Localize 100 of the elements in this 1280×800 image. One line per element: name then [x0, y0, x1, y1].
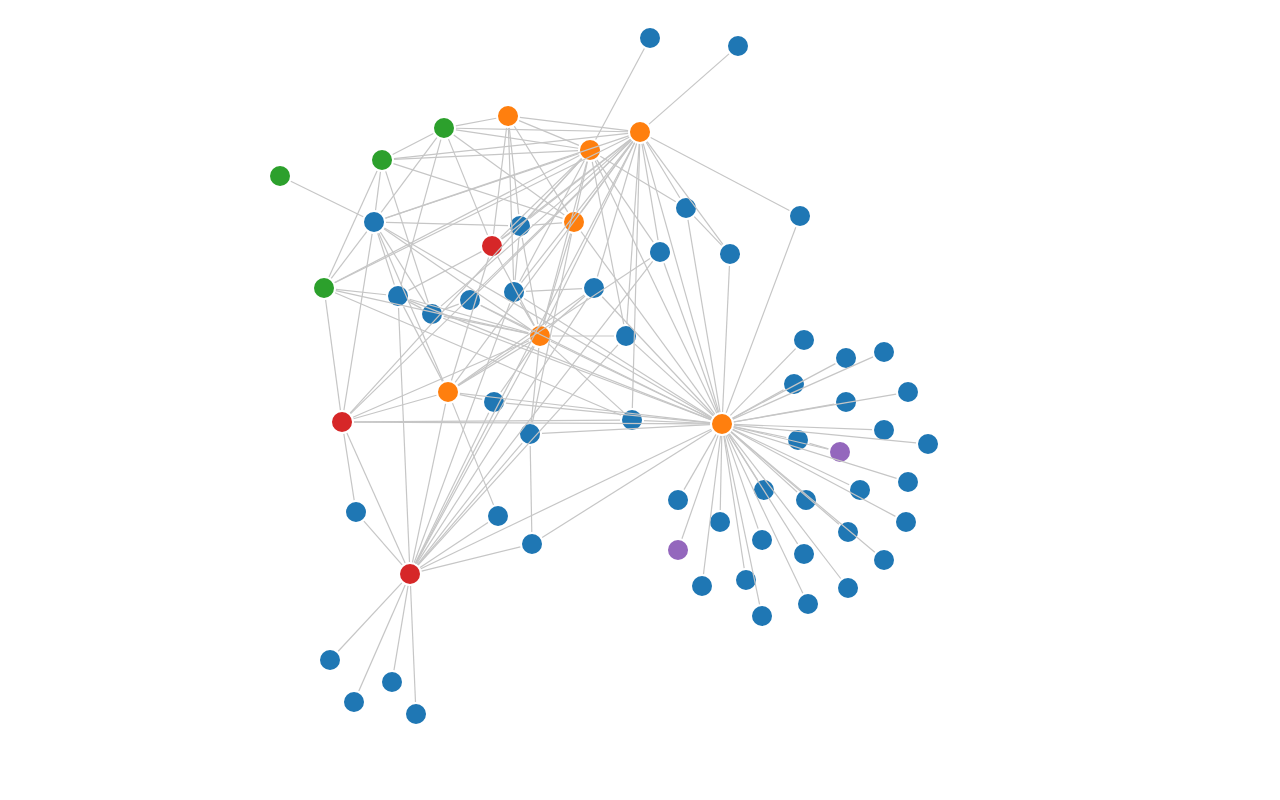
node-dot	[690, 574, 714, 598]
link-line	[683, 433, 717, 491]
node-dot	[848, 478, 872, 502]
node-dot	[836, 576, 860, 600]
link-line	[725, 434, 759, 530]
link-line	[350, 139, 632, 415]
link-line	[492, 127, 508, 235]
link-line	[663, 262, 719, 414]
node-dot	[344, 500, 368, 524]
link-line	[544, 142, 636, 326]
link-line	[730, 431, 876, 553]
link-line	[499, 157, 583, 239]
node-dot	[362, 210, 386, 234]
node-dot	[916, 432, 940, 456]
node-dot	[480, 234, 504, 258]
link-line	[733, 426, 829, 450]
link-line	[731, 389, 785, 419]
link-line	[393, 585, 409, 671]
link-line	[400, 139, 442, 286]
link-line	[335, 288, 387, 296]
link-line	[733, 425, 787, 439]
node-dot	[496, 104, 520, 128]
link-line	[702, 435, 722, 575]
node-dot	[648, 240, 672, 264]
link-line	[551, 335, 615, 337]
link-line	[343, 433, 355, 501]
link-line	[500, 138, 632, 240]
link-line	[459, 392, 711, 424]
link-line	[519, 160, 585, 283]
link-line	[531, 233, 573, 423]
link-line	[595, 48, 645, 141]
link-line	[421, 546, 521, 572]
link-line	[601, 296, 715, 416]
node-dot	[896, 470, 920, 494]
link-line	[440, 139, 632, 307]
link-line	[730, 431, 840, 525]
link-line	[726, 434, 804, 594]
link-line	[290, 180, 364, 218]
link-line	[337, 582, 403, 652]
link-line	[384, 135, 630, 219]
link-line	[525, 288, 583, 292]
link-line	[352, 340, 530, 418]
node-dot	[836, 520, 860, 544]
link-line	[733, 393, 897, 423]
link-line	[596, 159, 654, 243]
link-line	[519, 116, 629, 132]
link-line	[457, 341, 531, 387]
node-dot	[666, 488, 690, 512]
node-dot	[872, 418, 896, 442]
node-dot	[872, 548, 896, 572]
link-line	[523, 297, 713, 419]
link-line	[626, 143, 640, 325]
node-dot	[750, 528, 774, 552]
link-line	[377, 232, 395, 286]
node-dot	[894, 510, 918, 534]
node-dot	[614, 324, 638, 348]
link-line	[442, 317, 712, 421]
node-dot	[726, 34, 750, 58]
link-line	[507, 127, 515, 281]
node-dot	[674, 196, 698, 220]
link-line	[730, 431, 798, 493]
link-line	[447, 138, 489, 236]
link-line	[379, 231, 427, 305]
link-line	[480, 304, 530, 332]
node-dot	[380, 670, 404, 694]
link-line	[501, 232, 511, 240]
node-dot	[398, 562, 422, 586]
link-line	[514, 237, 520, 281]
link-line	[408, 298, 530, 334]
node-dot	[582, 276, 606, 300]
link-line	[349, 158, 583, 414]
link-line	[420, 428, 712, 570]
link-line	[732, 428, 850, 486]
link-line	[393, 150, 579, 161]
link-line	[328, 170, 378, 278]
link-line	[733, 403, 835, 423]
link-line	[497, 256, 535, 327]
link-line	[808, 442, 830, 450]
link-line	[529, 445, 533, 533]
link-line	[402, 306, 444, 382]
link-line	[727, 433, 799, 545]
link-line	[409, 585, 417, 703]
node-dot	[370, 148, 394, 172]
node-dot	[834, 390, 858, 414]
link-line	[681, 434, 719, 540]
link-line	[732, 429, 896, 517]
link-line	[408, 251, 483, 291]
link-line	[650, 137, 790, 212]
link-line	[453, 134, 565, 216]
node-dot	[330, 410, 354, 434]
link-line	[419, 522, 489, 568]
link-line	[505, 402, 711, 424]
link-line	[346, 432, 406, 564]
node-dot	[638, 26, 662, 50]
link-line	[455, 127, 629, 133]
link-line	[541, 424, 711, 434]
link-line	[380, 137, 438, 213]
link-line	[413, 302, 511, 564]
link-line	[520, 140, 634, 284]
link-line	[415, 297, 589, 565]
